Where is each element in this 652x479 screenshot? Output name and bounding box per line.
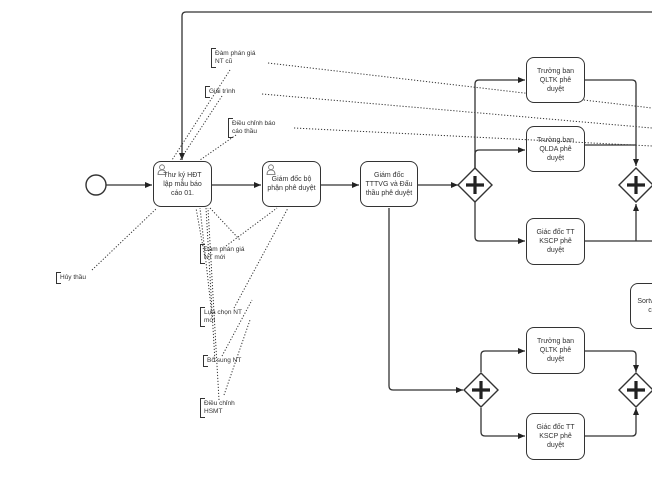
annotation-bo-sung-nt[interactable]: Bổ sung NT — [203, 355, 242, 367]
task-label: Giám đốc bộ phận phê duyệt — [267, 176, 316, 192]
assoc-a1-t1 — [171, 69, 231, 161]
flow-g3-to-t7[interactable] — [480, 348, 525, 372]
flow-loop-back[interactable] — [179, 11, 652, 160]
flow-g1-to-t5[interactable] — [474, 147, 525, 168]
task-thu-ky-lap-bao-cao[interactable]: Thư ký HĐT lập mẫu báo cáo 01. — [153, 161, 212, 207]
flow-g3-to-t8[interactable] — [480, 408, 525, 439]
parallel-gateway-split-2[interactable] — [463, 372, 499, 408]
annotation-bracket — [200, 307, 205, 327]
assoc-a5-t2 — [225, 207, 278, 247]
annotation-bracket — [205, 86, 210, 98]
flow-t8-to-g4[interactable] — [585, 408, 639, 437]
annotation-line: NT cũ — [215, 58, 233, 65]
task-label: Giám đốc TTTVG và Đấu thầu phê duyệt — [365, 171, 413, 197]
flow-t4-to-g2[interactable] — [585, 79, 639, 166]
flow-t7-to-g4[interactable] — [585, 350, 639, 372]
annotation-line: Lựa chọn NT — [204, 309, 242, 316]
flow-g1-to-t4[interactable] — [474, 77, 525, 168]
annotation-bracket — [56, 272, 61, 284]
parallel-gateway-join-1[interactable] — [618, 167, 652, 203]
task-truong-ban-qltk-2[interactable]: Trưởng ban QLTK phê duyệt — [526, 327, 585, 374]
assoc-a2-t1 — [179, 95, 223, 161]
task-label: Sortv lại c — [637, 298, 652, 314]
task-partial-right[interactable]: Sortv lại c — [630, 283, 652, 329]
annotation-dieu-chinh-hsmt[interactable]: Điều chỉnh HSMT — [200, 398, 235, 418]
assoc-a8-t1 — [207, 207, 220, 401]
task-label: Thư ký HĐT lập mẫu báo cáo 01. — [163, 171, 202, 197]
task-giam-doc-kscp-1[interactable]: Giác đốc TT KSCP phê duyệt — [526, 218, 585, 265]
annotation-bracket — [200, 398, 205, 418]
task-giam-doc-kscp-2[interactable]: Giác đốc TT KSCP phê duyệt — [526, 413, 585, 460]
annotation-line: cáo thầu — [232, 128, 257, 135]
task-label: Trưởng ban QLTK phê duyệt — [536, 67, 575, 93]
flow-t6-to-g2[interactable] — [585, 204, 652, 242]
assoc-a2-right — [261, 93, 652, 129]
assoc-a6-t1 — [199, 207, 213, 317]
annotation-dam-phan-gia-nt-cu[interactable]: Đàm phán giá NT cũ — [211, 48, 256, 68]
annotation-line: Hủy thầu — [60, 274, 87, 281]
assoc-a8-t2 — [223, 319, 251, 396]
parallel-gateway-split-1[interactable] — [457, 167, 493, 203]
annotation-line: Đàm phán giá — [215, 50, 256, 57]
task-label: Trưởng ban QLDA phê duyệt — [536, 136, 575, 162]
start-event[interactable] — [85, 174, 107, 196]
assoc-a5-t1 — [195, 207, 206, 259]
assoc-a3-right — [293, 127, 652, 147]
annotation-line: HSMT — [204, 408, 223, 415]
annotation-line: Đàm phán giá — [204, 246, 245, 253]
annotation-line: Bổ sung NT — [207, 357, 242, 364]
annotation-line: mới — [204, 317, 216, 324]
task-truong-ban-qlda[interactable]: Trưởng ban QLDA phê duyệt — [526, 126, 585, 172]
annotation-lua-chon-nt-moi[interactable]: Lựa chọn NT mới — [200, 307, 242, 327]
user-icon — [157, 164, 167, 175]
task-label: Giác đốc TT KSCP phê duyệt — [536, 229, 575, 254]
assoc-a4-t1 — [91, 207, 158, 271]
annotation-bracket — [211, 48, 216, 68]
user-icon — [266, 164, 276, 175]
annotation-bracket — [203, 355, 208, 367]
task-label: Giác đốc TT KSCP phê duyệt — [536, 424, 575, 449]
task-giam-doc-tttvg[interactable]: Giám đốc TTTVG và Đấu thầu phê duyệt — [360, 161, 418, 207]
parallel-gateway-join-2[interactable] — [618, 372, 652, 408]
task-giam-doc-bo-phan[interactable]: Giám đốc bộ phận phê duyệt — [262, 161, 321, 207]
assoc-a6-t2 — [233, 207, 289, 309]
annotation-huy-thau[interactable]: Hủy thầu — [56, 272, 87, 284]
flow-g1-to-t6[interactable] — [474, 202, 525, 244]
annotation-line: Điều chỉnh báo — [232, 120, 276, 127]
assoc-a1-right — [267, 62, 652, 109]
annotation-dam-phan-gia-nt-moi[interactable]: Đàm phán giá NT mới — [200, 244, 245, 264]
annotation-bracket — [200, 244, 205, 264]
annotation-dieu-chinh-bao-cao-thau[interactable]: Điều chỉnh báo cáo thầu — [228, 118, 276, 138]
annotation-line: NT mới — [204, 254, 226, 261]
task-truong-ban-qltk-1[interactable]: Trưởng ban QLTK phê duyệt — [526, 57, 585, 103]
annotation-giai-trinh[interactable]: Giải trình — [205, 86, 236, 98]
assoc-a3-t1 — [199, 134, 237, 161]
annotation-line: Giải trình — [209, 88, 236, 95]
assoc-a7-t1 — [205, 207, 216, 363]
annotation-bracket — [228, 118, 233, 138]
task-label: Trưởng ban QLTK phê duyệt — [536, 338, 575, 363]
annotation-line: Điều chỉnh — [204, 400, 235, 407]
flow-t3-to-g3[interactable] — [388, 208, 463, 393]
